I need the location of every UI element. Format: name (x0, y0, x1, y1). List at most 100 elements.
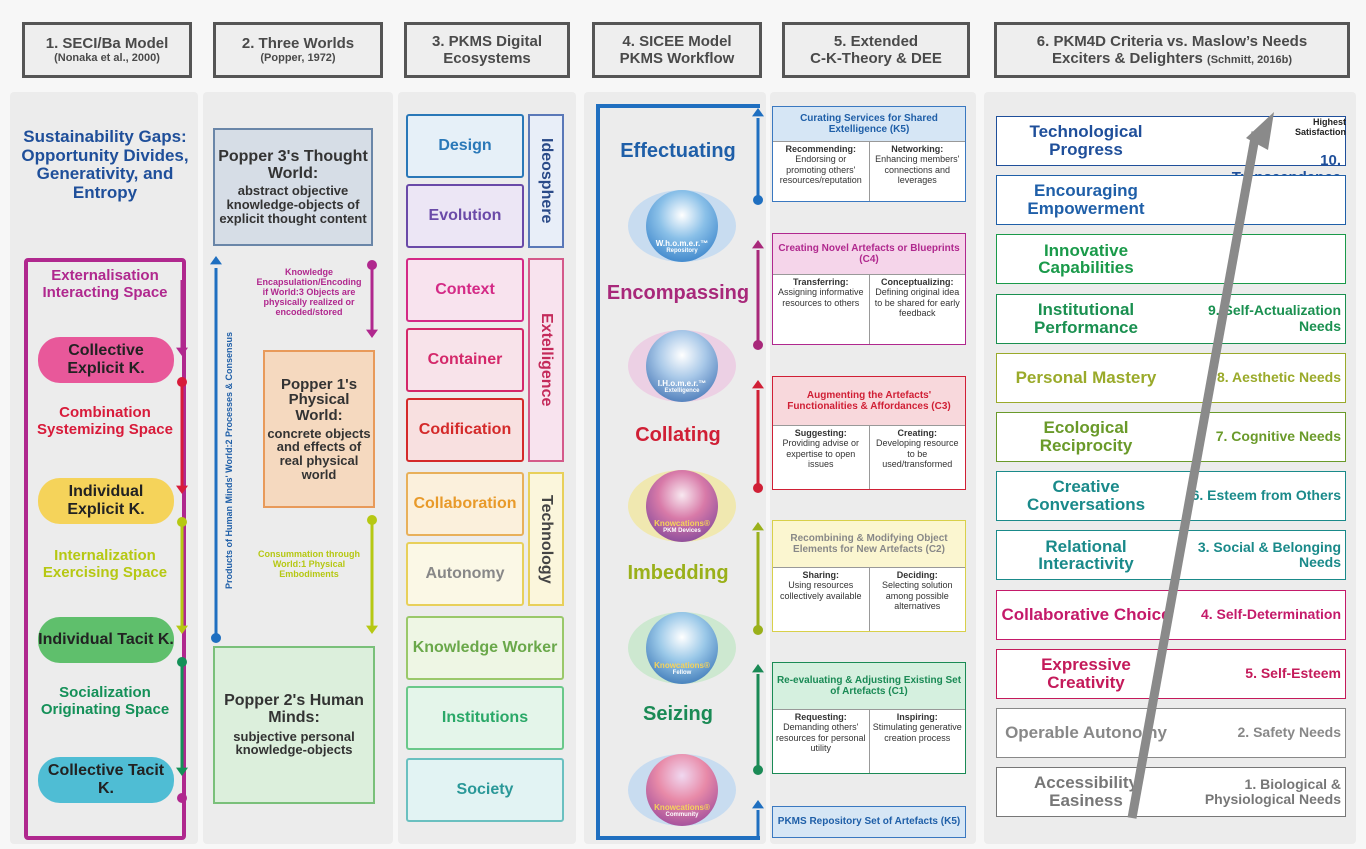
ck-head: Curating Services for Shared Extelligenc… (773, 107, 965, 141)
need-label: 7. Cognitive Needs (1215, 428, 1341, 445)
header-title: 2. Three Worlds (241, 35, 355, 53)
header-title: 3. PKMS Digital (431, 32, 543, 50)
header-citation: (Schmitt, 2016b) (1207, 54, 1293, 66)
header-pkm4d: 6. PKM4D Criteria vs. Maslow’s Needs Exc… (994, 22, 1350, 78)
stage-effectuating: Effectuating (620, 140, 736, 162)
criterion-label: Relational Interactivity (1038, 536, 1134, 574)
need-label: 6. Esteem from Others (1191, 487, 1341, 504)
header-sicee: 4. SICEE Model PKMS Workflow (592, 22, 762, 78)
ck-cell-title: Inspiring: (896, 712, 938, 722)
ck-cell-title: Creating: (897, 428, 937, 438)
ck-cell-title: Sharing: (802, 570, 839, 580)
ck-cell-body: Demanding others' resources for personal… (775, 722, 866, 754)
need-label: 2. Safety Needs (1237, 724, 1342, 741)
arrow-head (176, 347, 188, 356)
encapsulation-note: Knowledge Encapsulation/Encoding if Worl… (256, 267, 362, 317)
arrow-head (752, 800, 764, 809)
ck-cell-title: Deciding: (896, 570, 938, 580)
arrow-head (366, 625, 378, 634)
criterion-label: Encouraging Empowerment (1027, 181, 1145, 219)
ck-cell-title: Networking: (891, 144, 944, 154)
criterion-label: Personal Mastery (1015, 367, 1157, 387)
sphere-label: Technology (538, 494, 555, 584)
eco-knowledge-worker: Knowledge Worker (406, 616, 564, 680)
ck-cell-body: Defining original idea to be shared for … (874, 287, 960, 319)
world2-title: Popper 2's Human Minds: (224, 692, 364, 726)
pill-collective-explicit: Collective Explicit K. (38, 337, 174, 383)
highest-satisfaction: Highest Satisfaction (1294, 117, 1346, 137)
space-internalization: Internalization Exercising Space (42, 547, 168, 581)
ck-cell-body: Providing advise or expertise to open is… (782, 438, 860, 470)
stage-imbedding: Imbedding (627, 562, 729, 584)
ck-cell-left: Requesting:Demanding others' resources f… (773, 710, 869, 773)
criterion-row: Innovative Capabilities (996, 234, 1346, 285)
ck-cell-title: Recommending: (785, 144, 856, 154)
header-worlds: 2. Three Worlds (Popper, 1972) (213, 22, 383, 78)
icon-sub: Extelligence (664, 388, 700, 394)
stage-seizing: Seizing (642, 703, 713, 725)
sphere-label: Ideosphere (538, 138, 555, 224)
pill-individual-tacit: Individual Tacit K. (38, 617, 174, 663)
arrow-head (752, 522, 764, 531)
ck-cell-right: Creating:Developing resource to be used/… (868, 426, 966, 489)
header-ck: 5. Extended C-K-Theory & DEE (782, 22, 970, 78)
icon-brand: Knowcations® (654, 519, 710, 528)
criterion-row: Ecological Reciprocity 7. Cognitive Needs (996, 412, 1346, 462)
world1-box: Popper 1's Physical World: concrete obje… (263, 350, 375, 508)
pill-individual-explicit: Individual Explicit K. (38, 478, 174, 524)
ck-cell-body: Enhancing members' connections and lever… (875, 154, 960, 186)
header-subtitle: (Nonaka et al., 2000) (54, 52, 160, 65)
ck-row: Requesting:Demanding others' resources f… (773, 709, 965, 773)
ck-cell-body: Endorsing or promoting others' resources… (779, 154, 862, 186)
community-icon: Knowcations®Community (646, 754, 718, 826)
icon-brand: Knowcations® (654, 661, 710, 670)
ck-head: Augmenting the Artefacts' Functionalitie… (773, 377, 965, 425)
seci-frame (24, 258, 186, 840)
eco-autonomy: Autonomy (406, 542, 524, 606)
criterion-label: Innovative Capabilities (1038, 240, 1134, 278)
arrow-dot (211, 633, 221, 643)
ck-c3-box: Augmenting the Artefacts' Functionalitie… (772, 376, 966, 490)
world2-box: Popper 2's Human Minds: subjective perso… (213, 646, 375, 804)
header-title: 1. SECI/Ba Model (45, 35, 169, 53)
need-label: 9. Self-Actualization Needs (1207, 302, 1341, 334)
sphere-ideosphere: Ideosphere (528, 114, 564, 248)
ck-cell-body: Stimulating generative creation process (872, 722, 962, 743)
stage-collating: Collating (635, 424, 721, 446)
criterion-label: Ecological Reciprocity (1039, 418, 1133, 455)
arrow-head (176, 767, 188, 776)
pill-collective-tacit: Collective Tacit K. (38, 757, 174, 803)
header-subtitle-row: Exciters & Delighters (Schmitt, 2016b) (997, 50, 1347, 67)
criterion-row: Encouraging Empowerment (996, 175, 1346, 226)
consummation-note: Consummation through World:1 Physical Em… (258, 549, 360, 579)
ck-cell-title: Suggesting: (794, 428, 847, 438)
eco-evolution: Evolution (406, 184, 524, 248)
sicee-arrows (752, 108, 764, 840)
need-label: 3. Social & Belonging Needs (1197, 539, 1341, 571)
ck-cell-left: Suggesting:Providing advise or expertise… (773, 426, 869, 489)
sphere-technology: Technology (528, 472, 564, 606)
criterion-label: Operable Autonomy (1005, 723, 1167, 743)
ck-cell-left: Recommending:Endorsing or promoting othe… (773, 142, 869, 201)
ck-row: Sharing:Using resources collectively ava… (773, 567, 965, 631)
ck-cell-left: Sharing:Using resources collectively ava… (773, 568, 869, 631)
ck-row: Transferring:Assigning informative resou… (773, 274, 965, 344)
ck-repo-box: PKMS Repository Set of Artefacts (K5) (772, 806, 966, 838)
maslow-arrow (1127, 112, 1274, 819)
need-label: 8. Aesthetic Needs (1217, 369, 1341, 386)
icon-sub: Community (665, 812, 699, 818)
ck-cell-right: Inspiring:Stimulating generative creatio… (868, 710, 966, 773)
criterion-label: Institutional Performance (1034, 299, 1138, 337)
sphere-label: Extelligence (538, 313, 555, 407)
space-socialization: Socialization Originating Space (40, 684, 170, 718)
criterion-label: Creative Conversations (1026, 477, 1146, 515)
criterion-row: Creative Conversations 6. Esteem from Oth… (996, 471, 1346, 522)
ck-c1-box: Re-evaluating & Adjusting Existing Set o… (772, 662, 966, 774)
criterion-row: Personal Mastery 8. Aesthetic Needs (996, 352, 1346, 403)
ck-head: Recombining & Modifying Object Elements … (773, 521, 965, 567)
header-ecosystems: 3. PKMS Digital Ecosystems (404, 22, 570, 78)
arrow-head (752, 108, 764, 117)
